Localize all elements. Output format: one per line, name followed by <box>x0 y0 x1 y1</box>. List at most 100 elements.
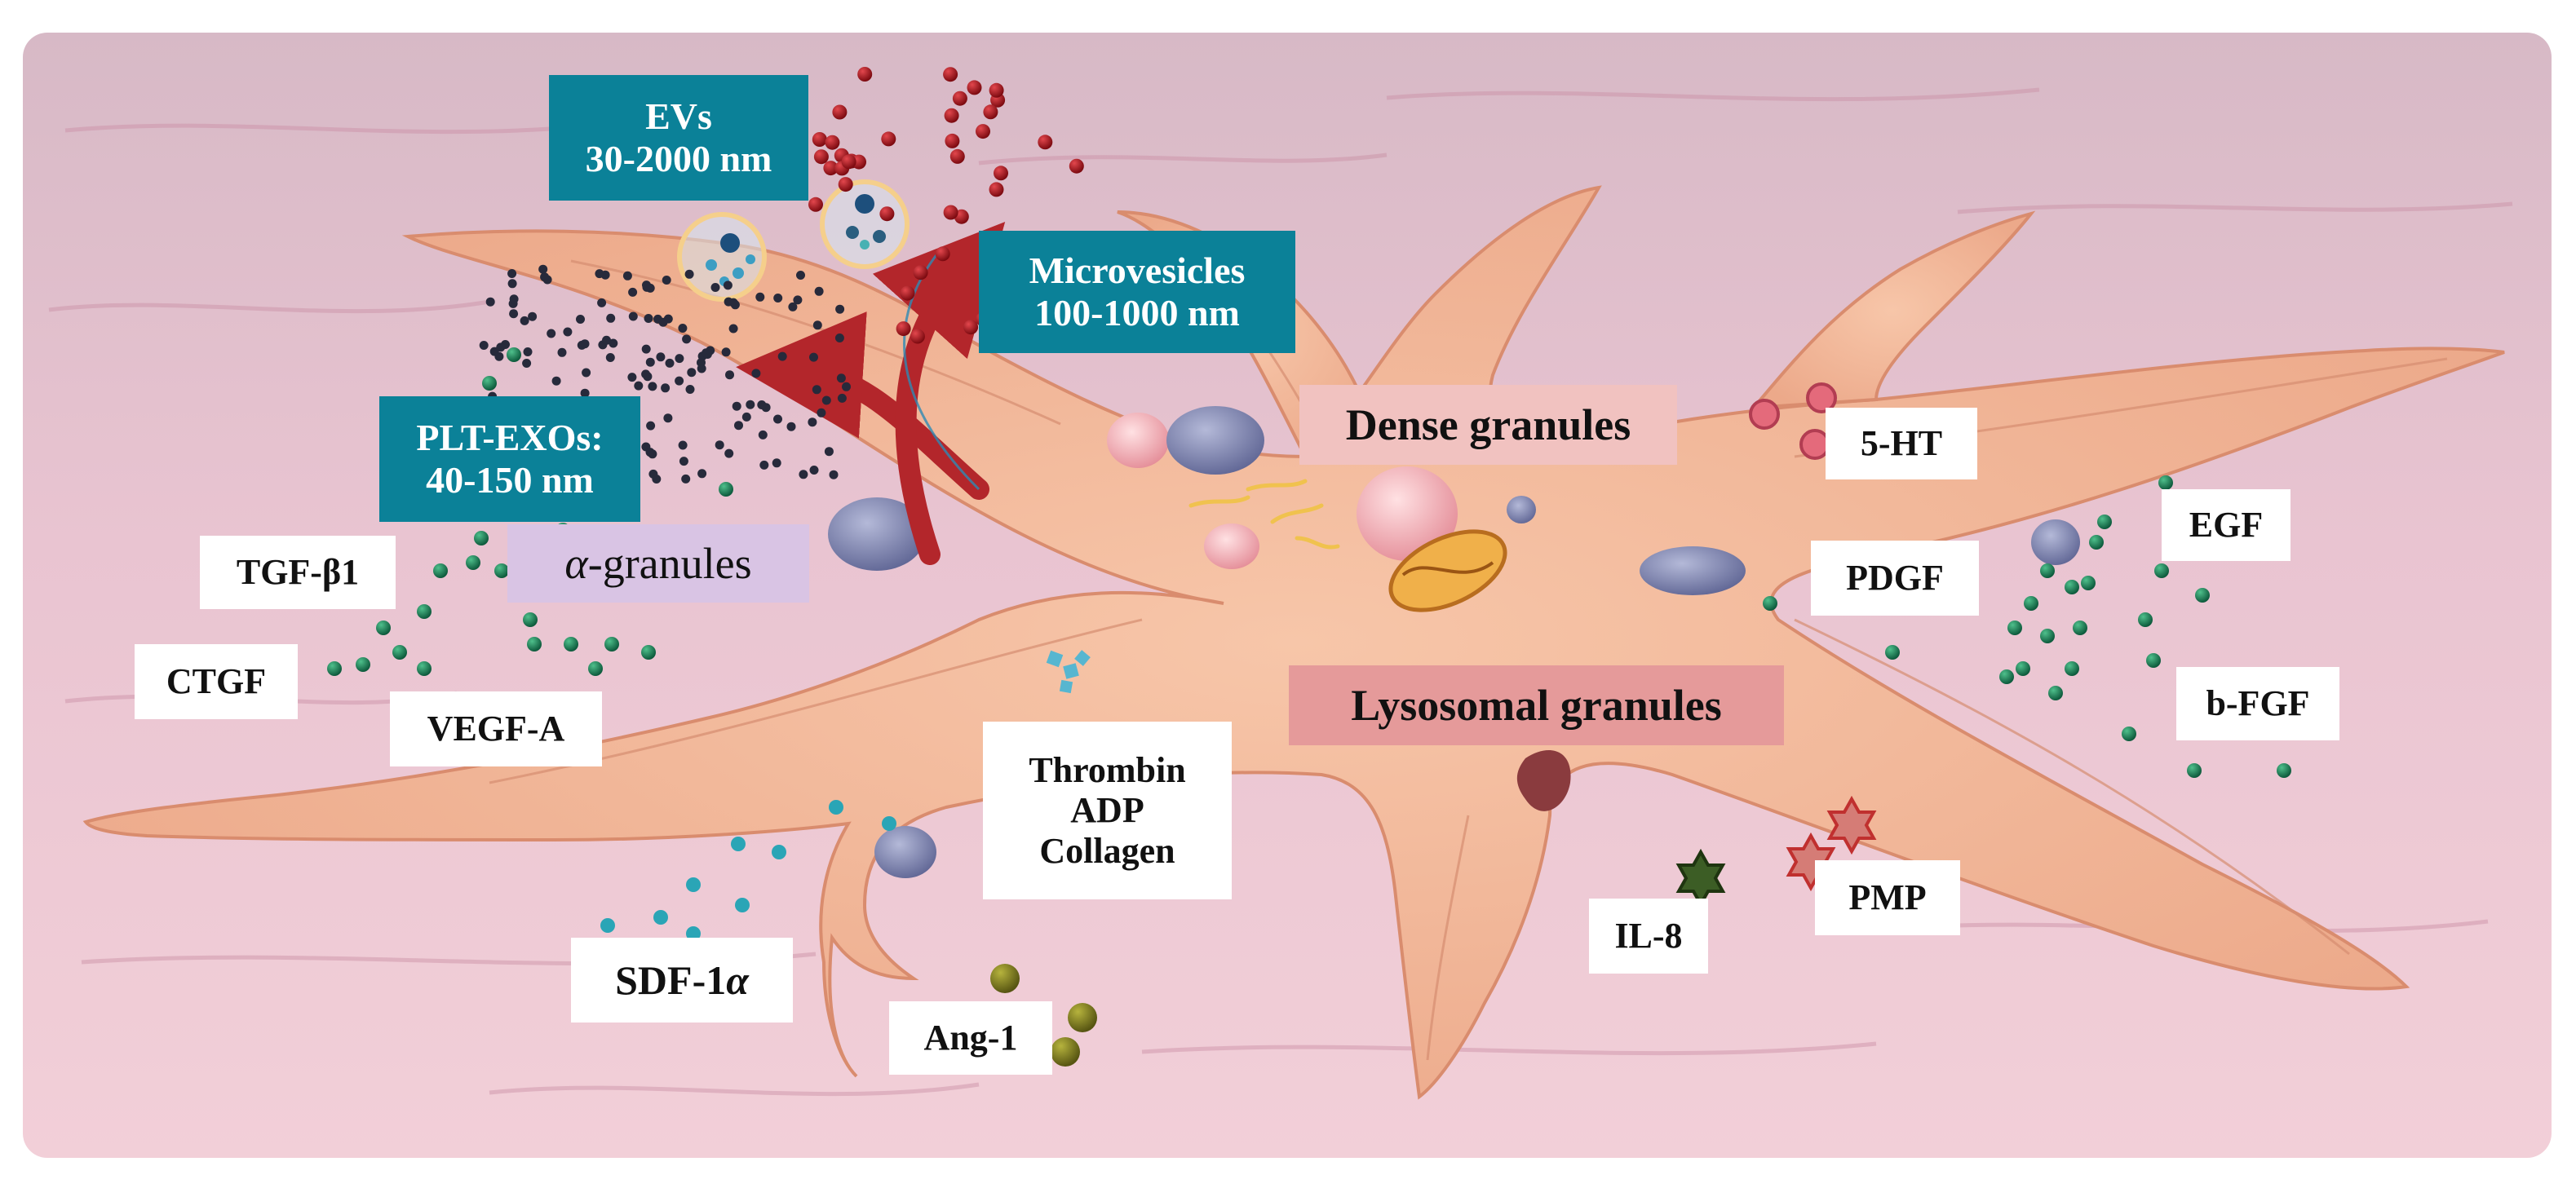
exosome-particle <box>576 315 585 324</box>
exosome-particle <box>485 297 495 307</box>
exosome-particle <box>675 354 684 364</box>
exosome-particle <box>697 364 706 373</box>
exosome-particle <box>642 282 652 292</box>
il-8-label: IL-8 <box>1589 899 1708 974</box>
growth-factor-particle <box>376 621 391 635</box>
microvesicle-particle <box>812 132 827 147</box>
growth-factor-particle <box>327 661 342 676</box>
exosome-particle <box>817 408 826 417</box>
exosome-particle <box>829 470 839 479</box>
growth-factor-particle <box>2040 563 2055 578</box>
growth-factor-particle <box>507 347 521 362</box>
growth-factor-particle <box>2048 686 2063 700</box>
growth-factor-particle <box>474 531 489 545</box>
exosome-particle <box>682 334 692 344</box>
exosome-particle <box>809 466 819 475</box>
pdgf-text: PDGF <box>1846 558 1944 598</box>
growth-factor-particle <box>2122 727 2136 741</box>
lysosome-blob <box>1516 750 1571 811</box>
microvesicle-particle <box>808 197 823 212</box>
arrow-exosomes <box>736 311 989 500</box>
microvesicle-particle <box>935 246 950 262</box>
exosome-particle <box>605 353 615 362</box>
release-arrows <box>736 221 1006 565</box>
exosome-particle <box>808 417 817 427</box>
exosome-particle <box>522 359 532 368</box>
microvesicle-particle <box>989 82 1004 98</box>
il-8-text: IL-8 <box>1614 916 1683 956</box>
exosome-particle <box>679 457 688 466</box>
growth-factor-particle <box>1763 596 1777 611</box>
growth-factor-particle <box>588 661 603 676</box>
growth-factor-particle <box>417 661 432 676</box>
exosome-particle <box>724 297 733 307</box>
exosome-particle <box>606 313 616 323</box>
growth-factor-particle <box>2277 763 2291 778</box>
exosome-particle <box>773 414 782 424</box>
microvesicle-particle <box>994 166 1008 181</box>
pmp-label: PMP <box>1815 860 1960 935</box>
microvesicle-particle <box>989 182 1004 197</box>
exosome-particle <box>706 346 715 356</box>
exosome-particle <box>728 324 738 333</box>
microvesicle-particle <box>949 148 965 164</box>
exosome-particle <box>721 347 731 357</box>
growth-factor-particle <box>2081 576 2096 590</box>
exosome-particle <box>724 448 734 458</box>
exosome-particle <box>622 271 632 280</box>
thrombin-adp-collagen-label: Thrombin ADP Collagen <box>983 722 1232 899</box>
exosome-particle <box>715 440 724 450</box>
organelles <box>828 406 2080 878</box>
tissue-texture <box>48 87 2513 1097</box>
microvesicle-particle <box>945 133 960 148</box>
microvesicle-particle <box>841 154 856 170</box>
exosome-particle <box>520 316 529 325</box>
growth-factor-particle <box>2007 621 2022 635</box>
exosome-particle <box>746 400 755 409</box>
microvesicle-particle <box>823 161 839 176</box>
microvesicle-particle <box>910 329 925 344</box>
pmp-star-2 <box>1826 795 1877 855</box>
exosome-particle <box>773 294 783 303</box>
sdf-particle <box>735 898 750 912</box>
dense-granule-body <box>1357 466 1458 561</box>
exosome-particle <box>507 279 517 289</box>
growth-factor-particle <box>719 482 733 497</box>
growth-factor-particle <box>2073 621 2087 635</box>
exosome-particle <box>697 469 707 479</box>
growth-factor-particle <box>2024 596 2038 611</box>
microvesicle-particle <box>879 206 895 222</box>
exosome-particle <box>644 314 653 323</box>
microvesicle-particle <box>976 124 990 139</box>
exosome-particle <box>582 368 591 378</box>
exosome-particle <box>507 269 517 278</box>
exosome-particle <box>563 327 573 337</box>
growth-factor-particle <box>564 637 578 652</box>
exosome-particle <box>814 286 824 296</box>
exosome-particle <box>741 412 751 422</box>
microvesicle-particle <box>963 320 979 335</box>
exosome-particle <box>597 298 607 307</box>
blue-granule <box>1166 406 1264 475</box>
sdf-particle <box>600 918 615 933</box>
growth-factor-particle <box>2065 580 2079 594</box>
exosome-particle <box>757 400 767 409</box>
growth-factor-particle <box>1885 645 1900 660</box>
exosome-particle <box>809 352 818 362</box>
growth-factor-particle <box>2097 515 2112 529</box>
lysosomal-granules-label: Lysosomal granules <box>1289 665 1784 745</box>
growth-factor-particle <box>2187 763 2202 778</box>
vegf-a-label: VEGF-A <box>390 691 602 766</box>
vegf-a-text: VEGF-A <box>427 709 565 749</box>
exosome-particle <box>772 458 781 468</box>
microvesicles-label-size: 100-1000 nm <box>1034 292 1240 333</box>
exosome-particle <box>600 270 610 280</box>
growth-factor-particle <box>2146 653 2161 668</box>
dense-granules-label: Dense granules <box>1299 385 1677 465</box>
exosome-particle <box>759 460 769 470</box>
exosome-particle <box>834 333 844 342</box>
exosome-particle <box>678 440 688 450</box>
exosome-particle <box>627 373 637 382</box>
